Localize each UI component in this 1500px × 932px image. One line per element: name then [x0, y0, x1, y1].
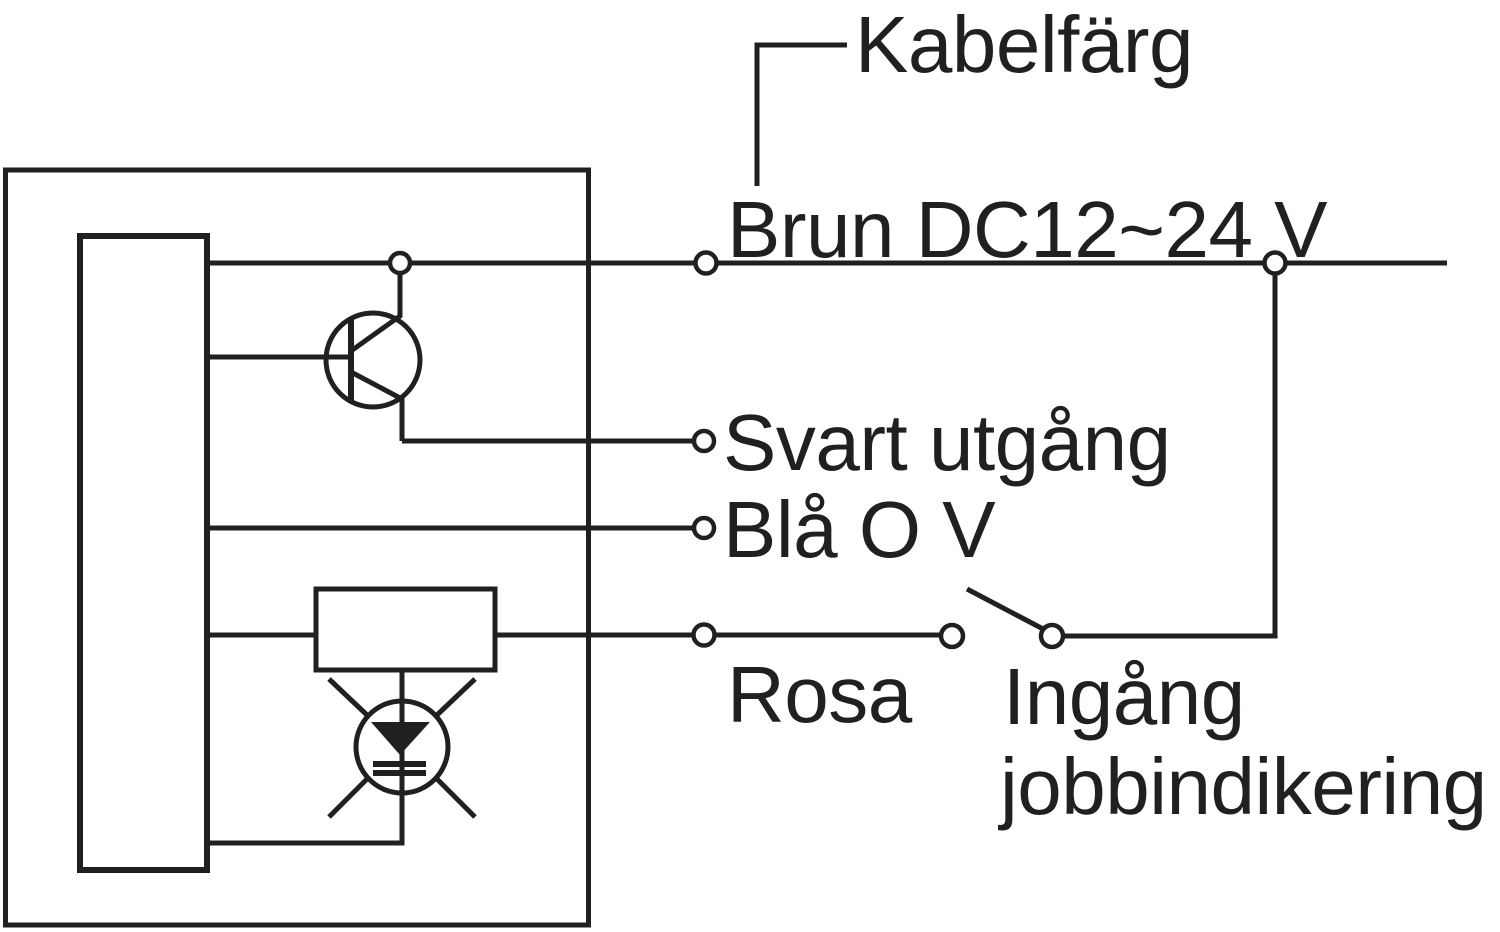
led-ray-se [435, 777, 477, 819]
switch-contact-fixed [938, 622, 966, 650]
transistor-collector-wire [349, 263, 403, 354]
led-indicator-symbol [207, 670, 477, 846]
terminal-brown [693, 250, 719, 276]
transistor-circle [323, 310, 423, 410]
terminal-black [691, 428, 717, 454]
terminal-blue [691, 515, 717, 541]
label-rosa: Rosa [727, 650, 913, 739]
switch-arm [965, 586, 1047, 633]
terminal-pink [691, 622, 717, 648]
label-ingang-line2: jobbindikering [998, 742, 1487, 831]
led-ray-nw [327, 677, 369, 717]
device-enclosure-outline [3, 167, 591, 928]
label-svart: Svart utgång [723, 398, 1171, 487]
led-ray-sw [327, 777, 369, 819]
node-collector-junction [387, 250, 413, 276]
label-ingang-line1: Ingång [1003, 652, 1245, 741]
led-ray-ne [435, 677, 477, 717]
node-supply-junction [1262, 250, 1288, 276]
open-switch-symbol [965, 263, 1278, 639]
led-circle [353, 698, 451, 796]
resistor-symbol [313, 586, 498, 673]
led-triangle [371, 722, 430, 755]
wire-input-feedback [1052, 263, 1278, 639]
sensor-block [77, 233, 210, 873]
label-bla: Blå O V [723, 485, 996, 574]
npn-transistor-symbol [207, 263, 423, 441]
transistor-emitter-wire [349, 369, 405, 441]
label-kabelfarg: Kabelfärg [855, 0, 1193, 89]
switch-contact-pivot [1038, 622, 1066, 650]
label-brun: Brun DC12~24 V [727, 185, 1328, 274]
led-branch-wire [207, 670, 405, 846]
kabelfarg-leader-line [754, 42, 847, 186]
